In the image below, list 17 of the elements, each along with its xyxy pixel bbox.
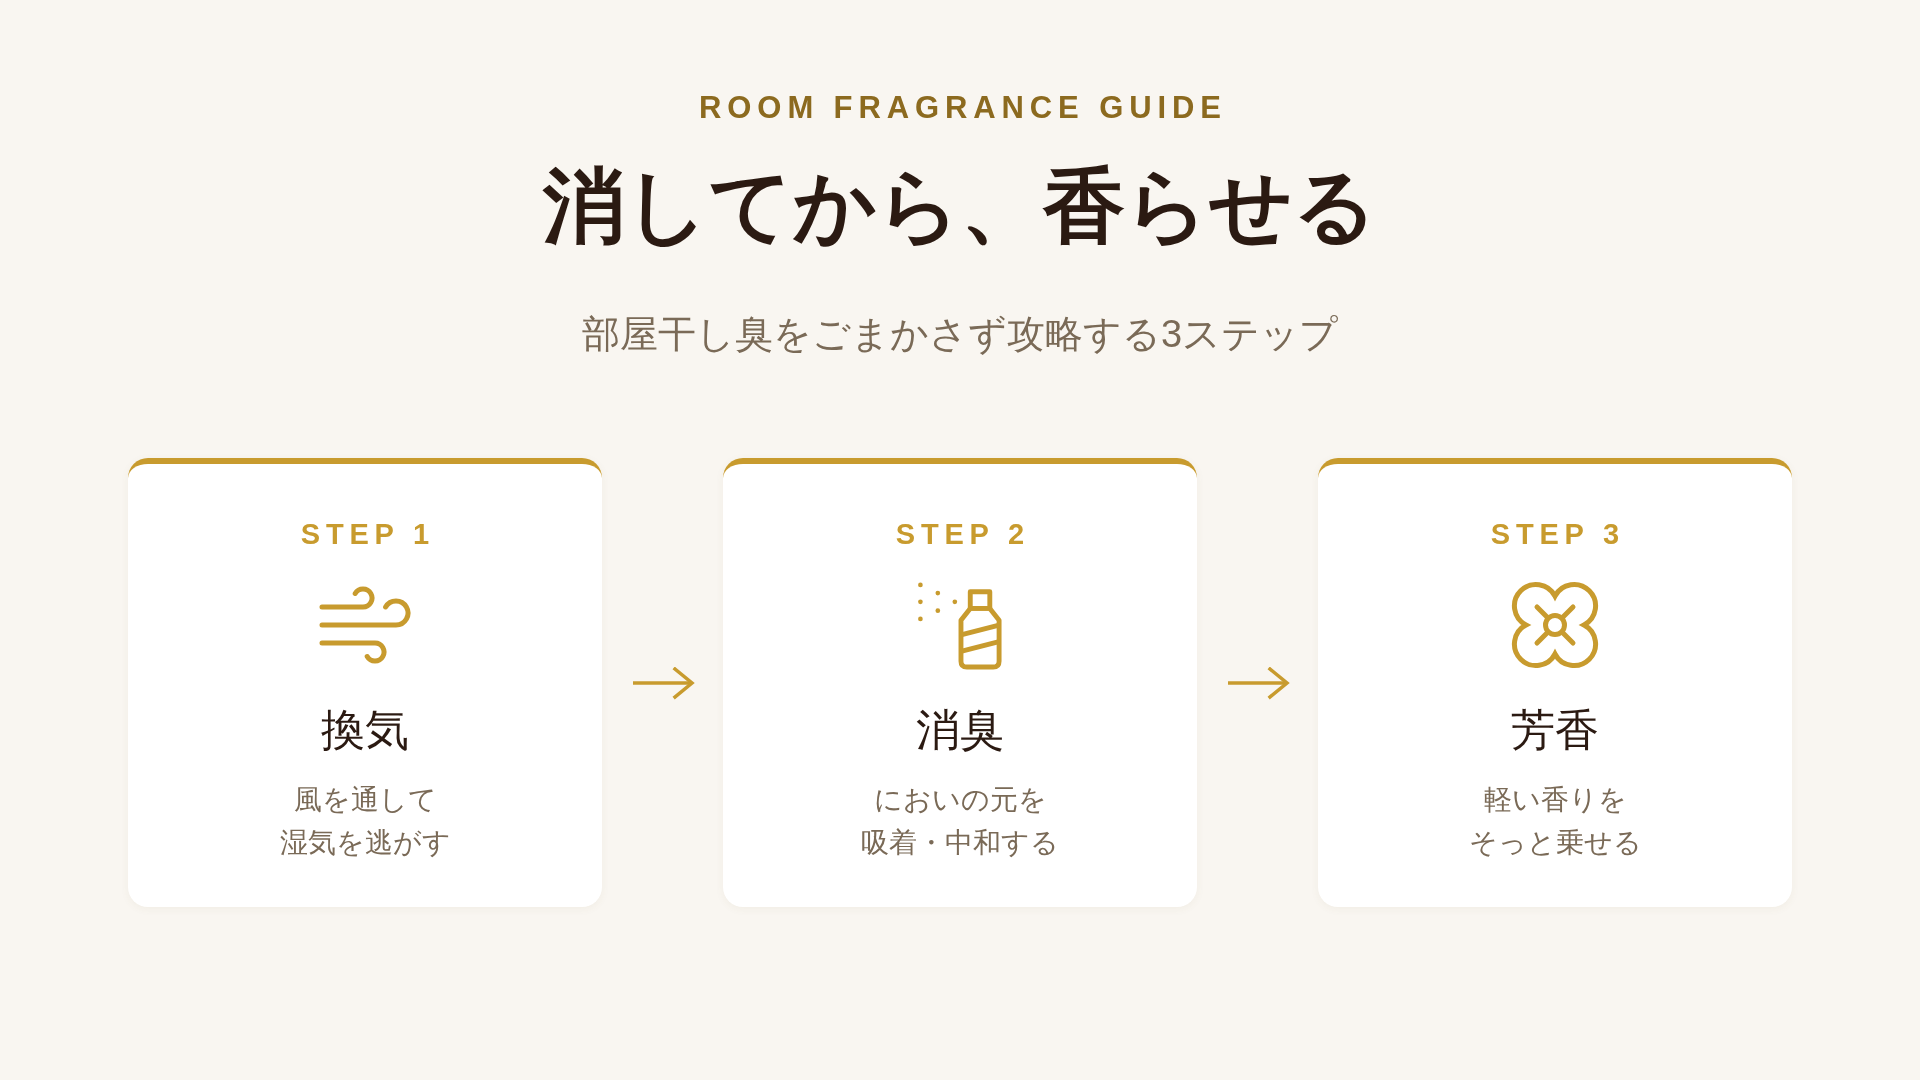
- step-heading: 消臭: [916, 708, 1004, 752]
- step-description: においの元を吸着・中和する: [861, 783, 1059, 860]
- overline-text: ROOM FRAGRANCE GUIDE: [698, 92, 1227, 123]
- arrow: [633, 667, 694, 699]
- step-card: [128, 458, 602, 907]
- step-description: 風を通して湿気を逃がす: [279, 783, 451, 860]
- title: 消してから、香らせる: [543, 166, 1377, 248]
- step-label: STEP 2: [894, 520, 1030, 549]
- step-description: 軽い香りをそっと乗せる: [1468, 783, 1642, 860]
- step-heading: 芳香: [1511, 708, 1599, 752]
- step-card: [1318, 458, 1792, 907]
- step-card: [723, 458, 1197, 907]
- subtitle: 部屋干し臭をごまかさず攻略する3ステップ: [581, 315, 1339, 353]
- arrow: [1228, 667, 1289, 699]
- step-label: STEP 3: [1489, 520, 1625, 549]
- step-heading: 換気: [321, 708, 409, 752]
- step-label: STEP 1: [299, 520, 435, 549]
